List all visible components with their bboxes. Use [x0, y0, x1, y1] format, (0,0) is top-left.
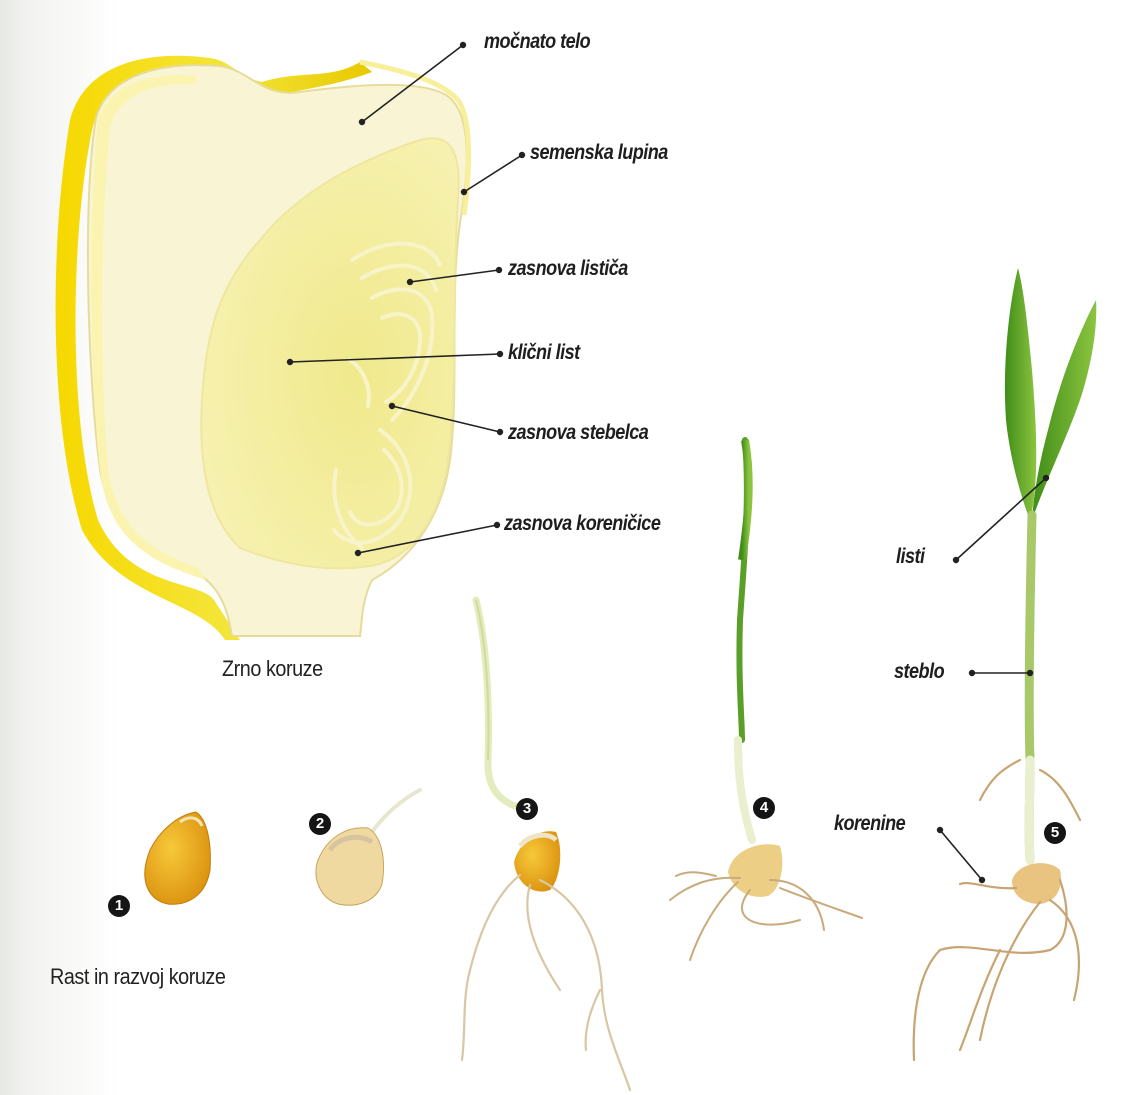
label-zasnova-stebelca: zasnova stebelca — [508, 421, 648, 445]
label-steblo: steblo — [894, 660, 944, 684]
stage-4-seedling — [670, 440, 862, 960]
leaf-2 — [1032, 300, 1096, 520]
caption-zrno-koruze: Zrno koruze — [222, 656, 323, 682]
label-mocnato-telo: močnato telo — [484, 30, 590, 54]
leaf-1 — [1005, 268, 1036, 520]
stage-number-5: 5 — [1044, 822, 1066, 844]
label-zasnova-korenicice: zasnova koreničice — [504, 512, 660, 536]
caption-rast-in-razvoj: Rast in razvoj koruze — [50, 964, 225, 990]
stage-2-germinating-seed — [316, 790, 420, 905]
label-semenska-lupina: semenska lupina — [530, 141, 668, 165]
stage-3-seedling — [462, 600, 630, 1090]
stage-number-1: 1 — [108, 895, 130, 917]
label-klicni-list: klični list — [508, 341, 580, 365]
stage-number-2: 2 — [309, 813, 331, 835]
stage-number-3: 3 — [516, 798, 538, 820]
stage-1-seed — [145, 812, 211, 904]
label-listi: listi — [896, 545, 925, 569]
label-korenine: korenine — [834, 812, 905, 836]
corn-kernel-illustration — [56, 56, 469, 640]
label-zasnova-listica: zasnova lističa — [508, 257, 628, 281]
stage-number-4: 4 — [753, 797, 775, 819]
